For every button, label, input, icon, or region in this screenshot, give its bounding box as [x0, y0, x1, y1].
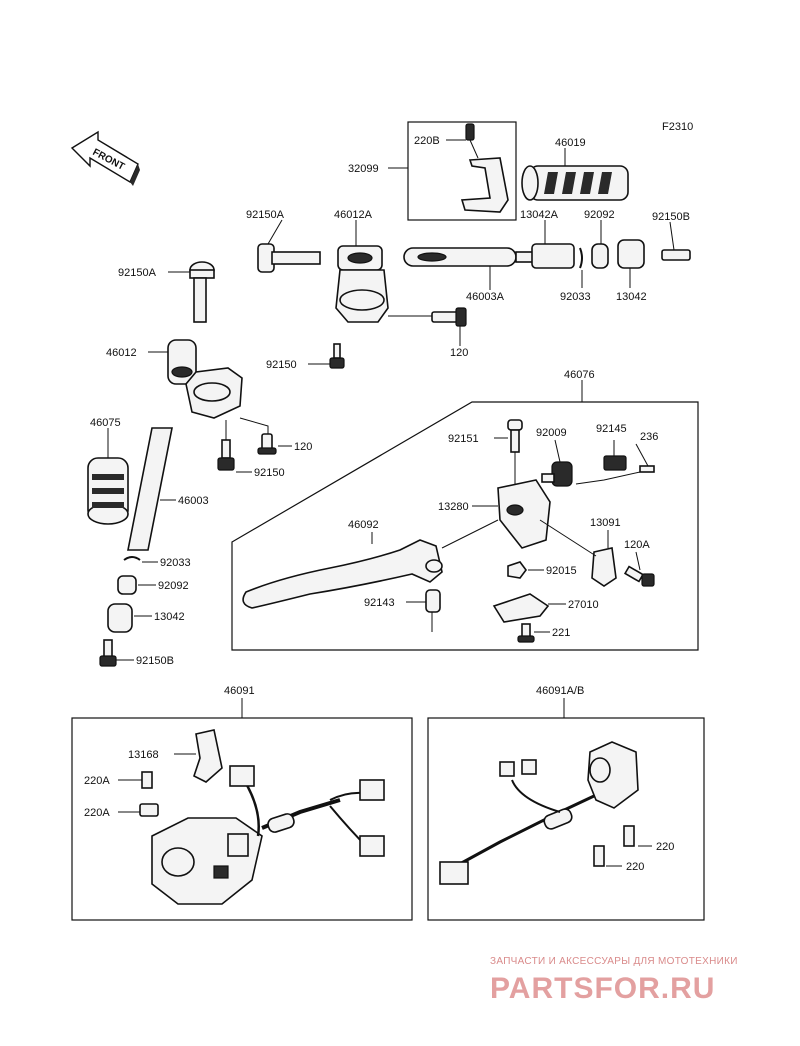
label-46092: 46092: [348, 519, 379, 531]
nut-92015-part: [507, 561, 527, 579]
label-46076: 46076: [564, 369, 595, 381]
label-13042-top: 13042: [616, 291, 647, 303]
handlebar-46003A-part: [403, 247, 517, 267]
handlebar-holder-right-part: [335, 245, 389, 323]
label-220-2: 220: [626, 861, 644, 873]
label-92150A-left: 92150A: [118, 267, 157, 279]
screw-220A-2-part: [139, 803, 159, 817]
clamp-13091-part: [591, 547, 617, 587]
label-92033-left: 92033: [160, 557, 191, 569]
label-46075: 46075: [90, 417, 121, 429]
label-120A: 120A: [624, 539, 650, 551]
circlip-92033-left-part: [123, 556, 141, 561]
label-13042-left: 13042: [154, 611, 185, 623]
left-switch-wiring-part: [229, 765, 385, 857]
weight-13042A-part: [515, 243, 575, 269]
label-220A-2: 220A: [84, 807, 110, 819]
screw-221-part: [517, 623, 535, 643]
label-92150B-left: 92150B: [136, 655, 174, 667]
bolt-92150A-left-part: [189, 261, 215, 323]
bolt-120A-part: [623, 565, 655, 587]
bolt-120-top-part: [431, 307, 467, 327]
label-92151: 92151: [448, 433, 479, 445]
lever-13168-part: [193, 729, 223, 783]
label-120-top: 120: [450, 347, 468, 359]
bar-end-13042-part: [617, 239, 645, 269]
label-92150-left: 92150: [254, 467, 285, 479]
label-220B: 220B: [414, 135, 440, 147]
label-236: 236: [640, 431, 658, 443]
bolt-120-left-part: [257, 433, 277, 455]
left-switch-box: [71, 717, 413, 921]
label-92150B-top: 92150B: [652, 211, 690, 223]
label-92145: 92145: [596, 423, 627, 435]
label-92092-top: 92092: [584, 209, 615, 221]
right-switch-housing-part: [587, 741, 639, 809]
figure-code: F2310: [662, 121, 693, 133]
lever-holder-13280-part: [497, 479, 551, 549]
label-46091: 46091: [224, 685, 255, 697]
switch-92145-part: [603, 455, 627, 471]
bolt-92150B-top-part: [661, 249, 691, 261]
label-92092-left: 92092: [158, 580, 189, 592]
screw-220A-1-part: [141, 771, 153, 789]
label-46012A: 46012A: [334, 209, 373, 221]
label-46012: 46012: [106, 347, 137, 359]
adjuster-92009-part: [541, 461, 573, 487]
screw-220-2-part: [593, 845, 605, 867]
label-46003A: 46003A: [466, 291, 505, 303]
label-46091AB: 46091A/B: [536, 685, 584, 697]
label-92009: 92009: [536, 427, 567, 439]
label-220-1: 220: [656, 841, 674, 853]
front-arrow-icon: FRONT: [70, 130, 140, 186]
label-92033-top: 92033: [560, 291, 591, 303]
left-switch-housing-part: [151, 817, 263, 905]
throttle-grip-part: [521, 165, 629, 201]
label-13042A: 13042A: [520, 209, 559, 221]
bolt-92150B-left-part: [99, 639, 117, 667]
label-46003: 46003: [178, 495, 209, 507]
label-13091: 13091: [590, 517, 621, 529]
throttle-housing-box: [407, 121, 517, 221]
watermark-tagline: ЗАПЧАСТИ И АКСЕССУАРЫ ДЛЯ МОТОТЕХНИКИ: [490, 956, 738, 967]
switch-27010-part: [492, 593, 550, 623]
clutch-lever-46092-part: [242, 539, 443, 609]
label-92150A-top: 92150A: [246, 209, 285, 221]
bolt-92150A-top-part: [257, 243, 321, 273]
damper-92092-part: [591, 243, 609, 269]
screw-236-part: [639, 465, 655, 473]
bolt-92150-mid-part: [329, 343, 345, 369]
clutch-lever-box: [231, 401, 699, 651]
label-92143: 92143: [364, 597, 395, 609]
circlip-92033-part: [579, 247, 583, 269]
throttle-pulley-part: [460, 123, 509, 213]
collar-92143-part: [425, 589, 441, 613]
handlebar-holder-left-part: [167, 339, 243, 419]
label-120-left: 120: [294, 441, 312, 453]
label-46019: 46019: [555, 137, 586, 149]
right-switch-box: [427, 717, 705, 921]
label-221: 221: [552, 627, 570, 639]
label-13168: 13168: [128, 749, 159, 761]
screw-220-1-part: [623, 825, 635, 847]
label-92150-mid: 92150: [266, 359, 297, 371]
bolt-92150-left-part: [217, 439, 235, 471]
bolt-92151-part: [507, 419, 523, 453]
label-32099: 32099: [348, 163, 379, 175]
right-switch-wiring-part: [439, 759, 595, 885]
bar-end-13042-left-part: [107, 603, 133, 633]
damper-92092-left-part: [117, 575, 137, 595]
watermark-brand: PARTSFOR.RU: [490, 972, 715, 1005]
label-13280: 13280: [438, 501, 469, 513]
grip-46075-part: [87, 457, 129, 525]
label-92015: 92015: [546, 565, 577, 577]
handlebar-46003-part: [127, 427, 173, 551]
label-27010: 27010: [568, 599, 599, 611]
label-220A-1: 220A: [84, 775, 110, 787]
